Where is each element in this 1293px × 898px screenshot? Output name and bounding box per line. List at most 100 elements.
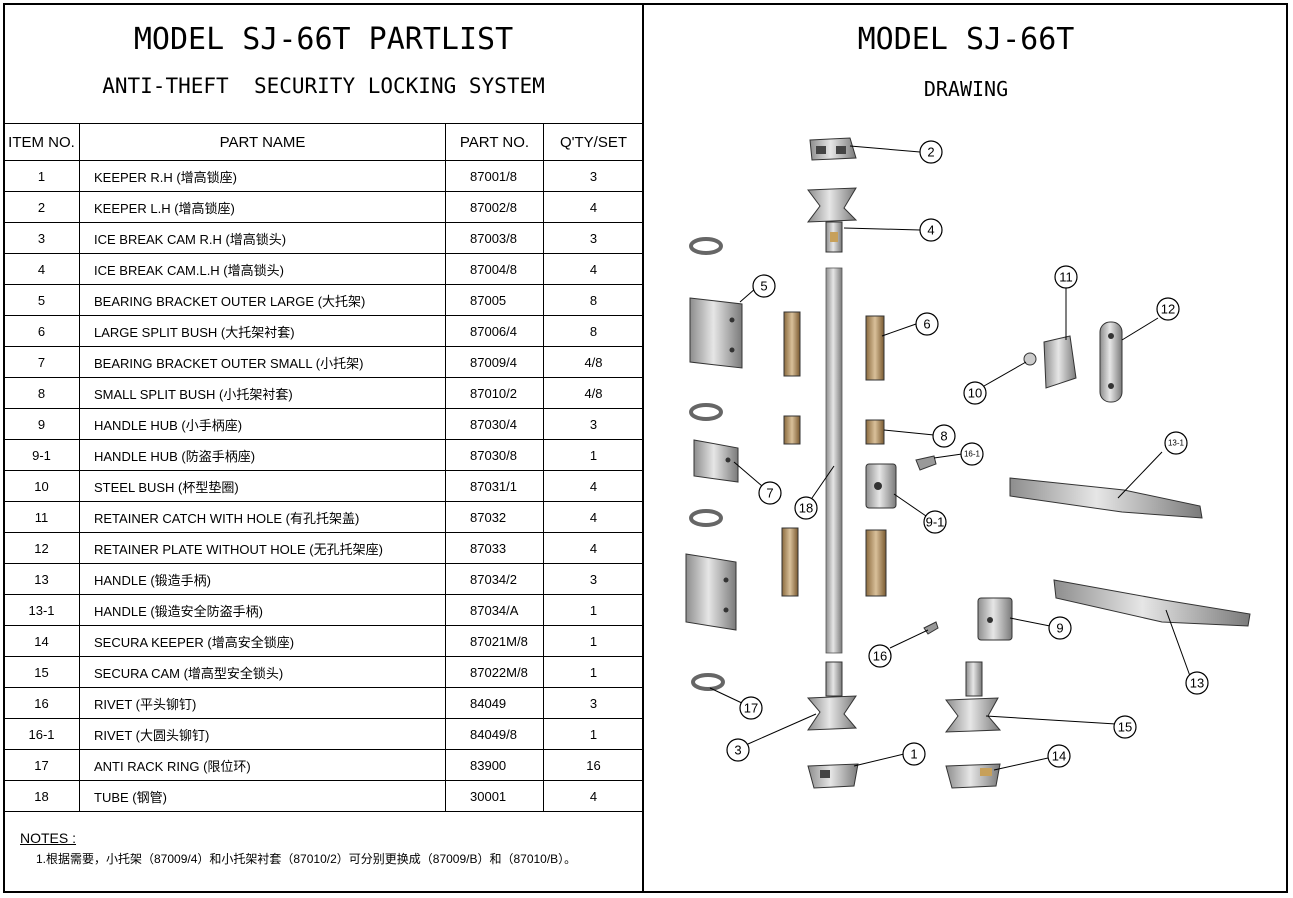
item-no-cell: 16 — [3, 687, 80, 719]
part-no-cell: 87030/4 — [445, 408, 544, 440]
svg-text:12: 12 — [1161, 302, 1175, 317]
bearing-bracket-small-part — [693, 439, 739, 483]
qty-cell: 8 — [543, 315, 644, 347]
svg-text:8: 8 — [940, 429, 947, 444]
ice-break-cam-lh-part — [806, 187, 858, 253]
secura-keeper-part — [945, 763, 1001, 789]
part-name-cell: HANDLE (锻造手柄) — [79, 563, 446, 595]
qty-cell: 3 — [543, 687, 644, 719]
partlist-title: MODEL SJ-66T PARTLIST — [133, 22, 514, 57]
qty-cell: 1 — [543, 594, 644, 626]
svg-text:17: 17 — [744, 701, 758, 716]
item-no-cell: 9 — [3, 408, 80, 440]
callout-11: 11 — [1054, 265, 1078, 289]
callout-10: 10 — [963, 381, 987, 405]
part-no-cell: 87004/8 — [445, 253, 544, 285]
qty-cell: 4 — [543, 191, 644, 223]
svg-text:7: 7 — [766, 486, 773, 501]
qty-cell: 3 — [543, 563, 644, 595]
part-name-cell: KEEPER L.H (增高锁座) — [79, 191, 446, 223]
retainer-catch-part — [1043, 335, 1077, 389]
svg-text:15: 15 — [1118, 720, 1132, 735]
header-part-no: PART NO. — [445, 123, 544, 161]
large-split-bush-part — [865, 315, 885, 381]
part-name-cell: ICE BREAK CAM R.H (增高锁头) — [79, 222, 446, 254]
retainer-plate-part — [1099, 321, 1123, 403]
callout-14: 14 — [1047, 744, 1071, 768]
item-no-cell: 13 — [3, 563, 80, 595]
item-no-cell: 5 — [3, 284, 80, 316]
svg-text:9: 9 — [1056, 621, 1063, 636]
anti-rack-ring-part — [689, 237, 723, 255]
part-no-cell: 87034/A — [445, 594, 544, 626]
qty-cell: 4/8 — [543, 346, 644, 378]
item-no-cell: 8 — [3, 377, 80, 409]
exploded-drawing: 2 4 5 6 11 12 10 8 16-1 13-1 7 18 9-1 9 … — [685, 137, 1251, 789]
part-name-cell: TUBE (钢管) — [79, 780, 446, 812]
callout-9-1: 9-1 — [923, 510, 947, 534]
drawing-subtitle: DRAWING — [923, 77, 1009, 101]
part-name-cell: KEEPER R.H (增高锁座) — [79, 160, 446, 192]
part-no-cell: 84049/8 — [445, 718, 544, 750]
steel-bush-part — [1023, 352, 1037, 366]
callout-13-1: 13-1 — [1164, 431, 1188, 455]
part-name-cell: HANDLE HUB (防盗手柄座) — [79, 439, 446, 471]
item-no-cell: 16-1 — [3, 718, 80, 750]
partlist-subtitle: ANTI-THEFT SECURITY LOCKING SYSTEM — [102, 74, 545, 98]
svg-text:11: 11 — [1059, 270, 1073, 285]
svg-text:9-1: 9-1 — [926, 515, 945, 530]
callout-15: 15 — [1113, 715, 1137, 739]
large-split-bush-part — [865, 529, 887, 597]
handle-part — [1053, 579, 1251, 627]
svg-text:16-1: 16-1 — [964, 450, 981, 459]
handle-security-part — [1009, 477, 1203, 519]
bearing-bracket-large-part — [685, 553, 737, 631]
part-no-cell: 87022M/8 — [445, 656, 544, 688]
svg-text:13: 13 — [1190, 676, 1204, 691]
qty-cell: 16 — [543, 749, 644, 781]
part-name-cell: SMALL SPLIT BUSH (小托架衬套) — [79, 377, 446, 409]
callout-12: 12 — [1156, 297, 1180, 321]
item-no-cell: 15 — [3, 656, 80, 688]
item-no-cell: 13-1 — [3, 594, 80, 626]
item-no-cell: 2 — [3, 191, 80, 223]
qty-cell: 4 — [543, 780, 644, 812]
small-split-bush-part — [865, 419, 885, 445]
svg-text:4: 4 — [927, 223, 934, 238]
callout-2: 2 — [919, 140, 943, 164]
qty-cell: 1 — [543, 439, 644, 471]
anti-rack-ring-part — [689, 509, 723, 527]
ice-break-cam-rh-part — [806, 661, 858, 731]
keeper-rh-part — [807, 763, 859, 789]
item-no-cell: 4 — [3, 253, 80, 285]
svg-text:5: 5 — [760, 279, 767, 294]
qty-cell: 3 — [543, 160, 644, 192]
item-no-cell: 10 — [3, 470, 80, 502]
callout-4: 4 — [919, 218, 943, 242]
anti-rack-ring-part — [689, 403, 723, 421]
svg-text:14: 14 — [1052, 749, 1066, 764]
part-no-cell: 87032 — [445, 501, 544, 533]
table-header-row: ITEM NO. PART NAME PART NO. Q'TY/SET — [3, 123, 644, 161]
part-no-cell: 87005 — [445, 284, 544, 316]
part-name-cell: SECURA KEEPER (增高安全锁座) — [79, 625, 446, 657]
part-name-cell: RETAINER PLATE WITHOUT HOLE (无孔托架座) — [79, 532, 446, 564]
callout-1: 1 — [902, 742, 926, 766]
callout-3: 3 — [726, 738, 750, 762]
header-qty: Q'TY/SET — [543, 123, 644, 161]
svg-text:2: 2 — [927, 145, 934, 160]
rivet-large-part — [915, 455, 937, 471]
callout-6: 6 — [915, 312, 939, 336]
part-no-cell: 87010/2 — [445, 377, 544, 409]
svg-text:6: 6 — [923, 317, 930, 332]
callout-8: 8 — [932, 424, 956, 448]
part-no-cell: 87034/2 — [445, 563, 544, 595]
svg-text:18: 18 — [799, 501, 813, 516]
